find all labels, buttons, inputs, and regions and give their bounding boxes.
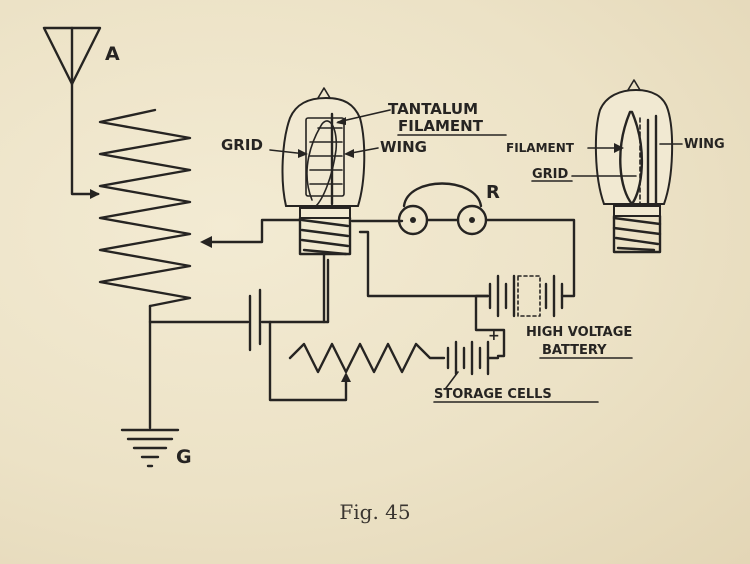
cells-plus-label: + (488, 328, 500, 344)
ground-label: G (176, 446, 192, 468)
battery-to-cells-wire (474, 294, 506, 358)
storage-cells (446, 340, 500, 376)
high-voltage-battery (488, 274, 564, 318)
wing-right-label: WING (684, 137, 725, 152)
telephone-receiver (397, 182, 576, 298)
battery-label: BATTERY (542, 343, 607, 358)
filament-right-label: FILAMENT (506, 141, 575, 155)
rheostat-loop-wire (268, 320, 348, 402)
vacuum-tube-left (281, 87, 366, 256)
storage-cells-label: STORAGE CELLS (434, 387, 552, 402)
storage-cells-pointer (445, 371, 459, 389)
vacuum-tube-right (594, 79, 674, 254)
grid-right-label: GRID (532, 167, 569, 182)
high-voltage-label: HIGH VOLTAGE (526, 325, 632, 340)
ground-symbol (120, 428, 180, 468)
filament-label: FILAMENT (398, 117, 484, 135)
figure-caption: Fig. 45 (339, 500, 411, 524)
receiver-label: R (486, 182, 500, 203)
antenna-label: A (105, 43, 120, 65)
tuning-coil (98, 108, 192, 308)
antenna (42, 26, 102, 199)
tantalum-label: TANTALUM (388, 100, 478, 118)
plate-to-battery-wire (358, 230, 490, 298)
filament-pointer (337, 109, 391, 123)
filament-rheostat (288, 342, 446, 374)
wing-label: WING (380, 138, 427, 156)
coil-tap-wire (208, 218, 302, 244)
grid-condenser (248, 288, 262, 352)
grid-label: GRID (221, 136, 263, 154)
